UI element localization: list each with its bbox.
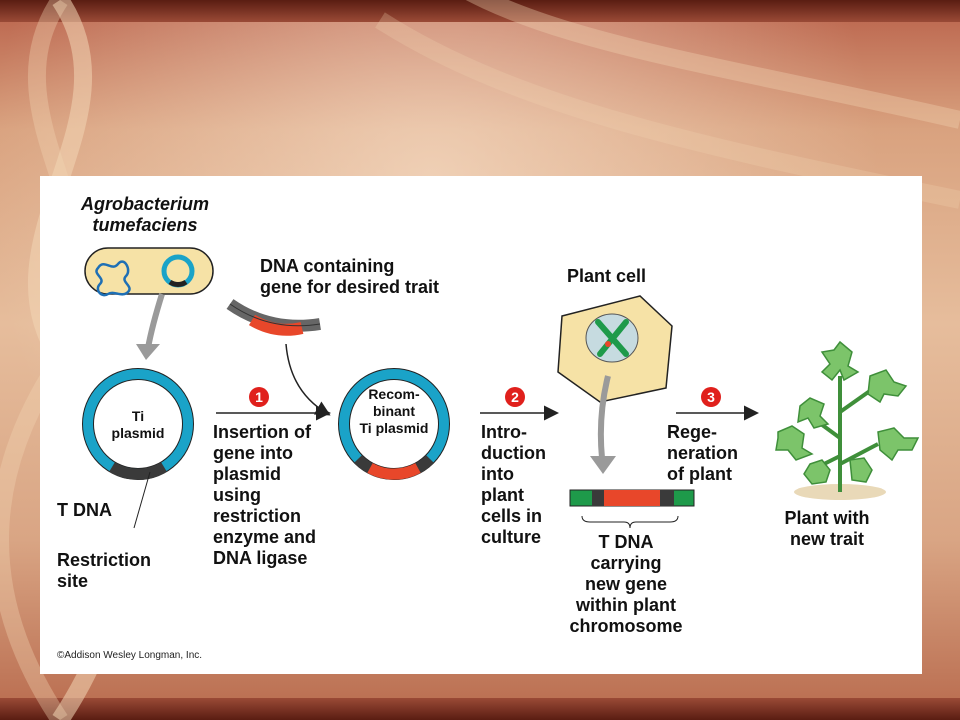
copyright-notice: ©Addison Wesley Longman, Inc. xyxy=(57,650,203,661)
ti-plasmid-label: Ti plasmid xyxy=(111,408,165,441)
recombinant-plasmid-ring xyxy=(338,368,450,480)
plant-chromosome xyxy=(595,319,629,357)
tdna-bracket xyxy=(581,515,679,529)
diagram-artwork xyxy=(82,247,920,529)
t-dna-carrying-label: T DNA carrying new gene within plant chr… xyxy=(569,532,683,636)
chromosome-with-tdna xyxy=(569,489,695,507)
t-dna-label: T DNA xyxy=(57,500,112,520)
agrobacterium-label: Agrobacterium tumefaciens xyxy=(80,194,210,235)
step-3-badge: 3 xyxy=(701,387,721,407)
grey-arrow-2 xyxy=(597,375,611,459)
step3-description: Rege- neration of plant xyxy=(667,422,739,484)
background-top-band xyxy=(0,0,960,22)
restriction-site-pointer xyxy=(133,471,151,529)
plant-cell-label: Plant cell xyxy=(567,266,647,286)
restriction-site-label: Restriction site xyxy=(57,550,152,591)
step2-description: Intro- duction into plant cells in cultu… xyxy=(481,422,546,547)
plant-cell xyxy=(557,295,673,403)
plant-new-trait-label: Plant with new trait xyxy=(784,508,870,549)
dna-fragment xyxy=(226,299,321,336)
agrobacterium-cell xyxy=(84,247,214,297)
step-2-badge: 2 xyxy=(505,387,525,407)
step-1-badge: 1 xyxy=(249,387,269,407)
grey-arrow-1 xyxy=(145,293,165,349)
step1-description: Insertion of gene into plasmid using res… xyxy=(213,422,317,568)
diagram-panel: Agrobacterium tumefaciens DNA containing… xyxy=(40,176,922,674)
recombinant-plasmid-label: Recom- binant Ti plasmid xyxy=(359,386,429,436)
bacterial-chromosome xyxy=(95,260,131,297)
fragment-arrow xyxy=(285,343,331,416)
regenerated-plant xyxy=(775,340,920,500)
ti-plasmid-ring xyxy=(82,368,194,480)
dna-containing-label: DNA containing gene for desired trait xyxy=(260,256,440,297)
